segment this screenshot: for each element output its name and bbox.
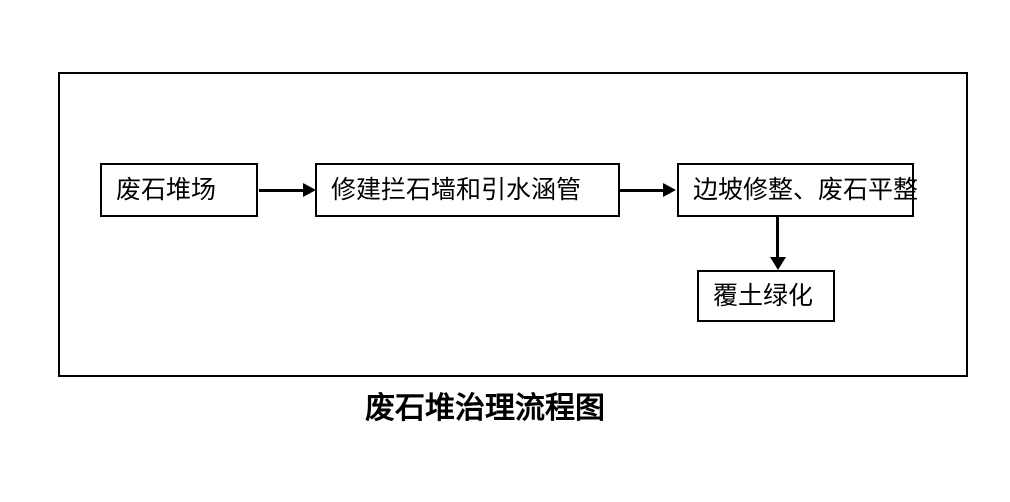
flow-node-slope-repair-rock-leveling: 边坡修整、废石平整 — [677, 163, 918, 217]
diagram-border-frame — [58, 72, 968, 377]
diagram-title: 废石堆治理流程图 — [365, 392, 605, 425]
arrow-line — [259, 189, 304, 192]
flow-node-waste-rock-yard: 废石堆场 — [100, 163, 258, 217]
flow-node-label: 修建拦石墙和引水涵管 — [331, 176, 582, 204]
flow-node-build-retaining-wall-and-culvert: 修建拦石墙和引水涵管 — [315, 163, 620, 217]
arrow-line — [619, 189, 664, 192]
flow-node-label: 边坡修整、废石平整 — [693, 176, 919, 204]
arrowhead-down-icon — [770, 257, 786, 270]
flow-node-soil-cover-greening: 覆土绿化 — [697, 270, 835, 322]
flow-node-label: 废石堆场 — [116, 176, 217, 204]
flow-node-label: 覆土绿化 — [713, 282, 814, 310]
arrowhead-right-icon — [663, 183, 676, 197]
arrowhead-right-icon — [303, 183, 316, 197]
arrow-line — [776, 216, 779, 258]
